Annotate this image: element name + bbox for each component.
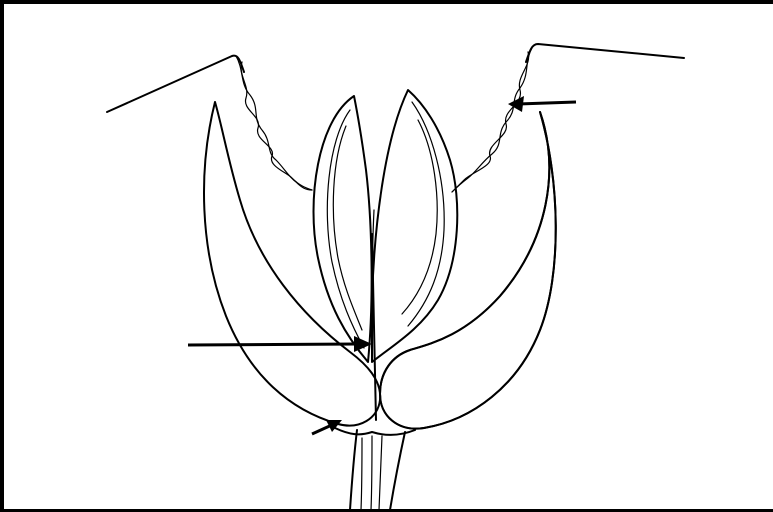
arrow-base-junction xyxy=(312,420,342,434)
hatched-sepal-right xyxy=(380,112,556,429)
petal-left xyxy=(314,96,372,362)
wire-right xyxy=(452,44,684,192)
stem xyxy=(335,428,415,510)
arrow-right-wire xyxy=(508,96,576,112)
hatched-sepal-left xyxy=(204,102,380,426)
arrow-center-seam xyxy=(188,336,372,352)
